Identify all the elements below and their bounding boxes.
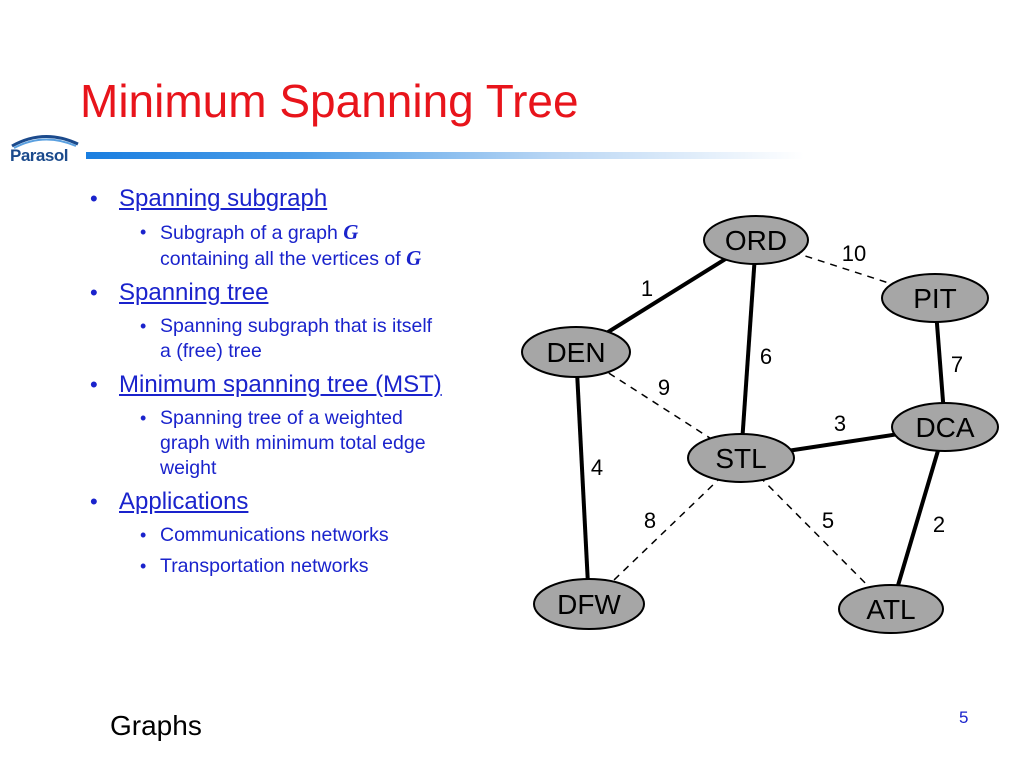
bullet-spanning-subgraph: Spanning subgraph [88, 184, 528, 214]
node-dfw: DFW [533, 578, 645, 630]
node-atl: ATL [838, 584, 944, 634]
slide-title: Minimum Spanning Tree [80, 75, 579, 127]
node-ellipse-dfw [533, 578, 645, 630]
node-stl: STL [687, 433, 795, 483]
node-ellipse-stl [687, 433, 795, 483]
edge-dca-atl [889, 426, 947, 610]
edge-weight-stl-dca: 3 [834, 411, 846, 436]
node-den: DEN [521, 326, 631, 378]
node-ord: ORD [703, 215, 809, 265]
node-ellipse-dca [891, 402, 999, 452]
edge-weight-den-dfw: 4 [591, 455, 603, 480]
edge-weight-ord-stl: 6 [760, 344, 772, 369]
node-label-ord: ORD [725, 225, 787, 256]
bullet-applications: Applications [88, 487, 528, 517]
footer-topic: Graphs [110, 710, 202, 741]
node-label-pit: PIT [913, 283, 957, 314]
title-underline [86, 152, 804, 159]
bullet-spanning-tree: Spanning tree [88, 278, 528, 308]
sub-bullet-mst-definition: Spanning tree of a weighted graph with m… [88, 406, 528, 481]
sub-bullet-transportation: Transportation networks [88, 554, 528, 579]
edge-weight-stl-atl: 5 [822, 508, 834, 533]
node-label-den: DEN [546, 337, 605, 368]
node-label-stl: STL [715, 443, 766, 474]
node-ellipse-ord [703, 215, 809, 265]
page-number: 5 [959, 708, 969, 727]
node-pit: PIT [881, 273, 989, 323]
bullet-mst: Minimum spanning tree (MST) [88, 370, 528, 400]
edge-stl-dfw [588, 457, 742, 605]
bullet-list: Spanning subgraph Subgraph of a graph G … [88, 184, 528, 585]
edge-weight-pit-dca: 7 [951, 352, 963, 377]
node-ellipse-den [521, 326, 631, 378]
edge-weight-den-stl: 9 [658, 375, 670, 400]
parasol-logo: Parasol [4, 130, 84, 170]
sub-bullet-communications: Communications networks [88, 523, 528, 548]
node-ellipse-pit [881, 273, 989, 323]
edge-weight-ord-den: 1 [641, 276, 653, 301]
edge-ord-stl [739, 239, 758, 459]
edge-weight-ord-pit: 10 [842, 241, 866, 266]
node-label-atl: ATL [866, 594, 915, 625]
edge-den-dfw [574, 351, 591, 605]
node-dca: DCA [891, 402, 999, 452]
edge-weight-stl-dfw: 8 [644, 508, 656, 533]
sub-bullet-spanning-tree-definition: Spanning subgraph that is itself a (free… [88, 314, 528, 364]
logo-arc-icon [11, 134, 79, 149]
node-label-dca: DCA [915, 412, 974, 443]
edge-weight-dca-atl: 2 [933, 512, 945, 537]
logo-text: Parasol [10, 146, 68, 165]
node-ellipse-atl [838, 584, 944, 634]
node-label-dfw: DFW [557, 589, 621, 620]
sub-bullet-subgraph-definition: Subgraph of a graph G containing all the… [88, 220, 528, 272]
edge-stl-atl [740, 457, 892, 610]
